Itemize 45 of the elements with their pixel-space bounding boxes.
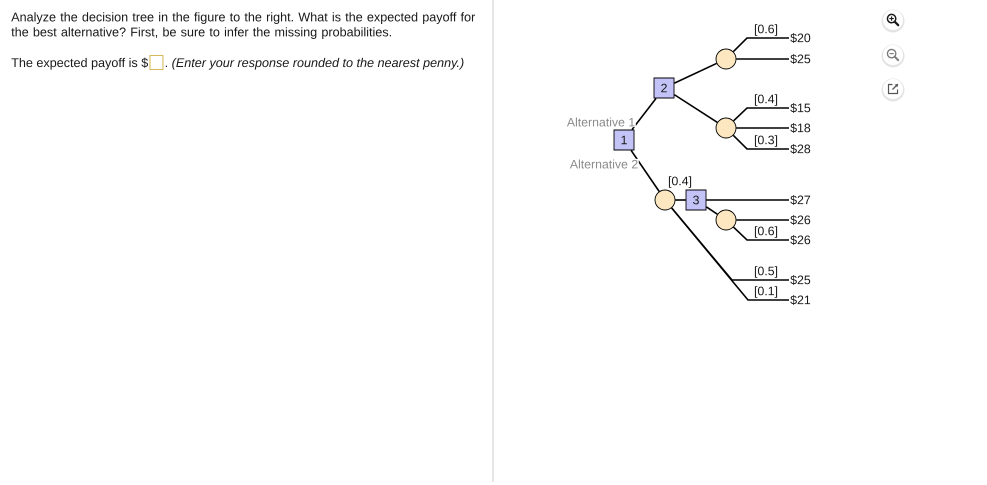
branch-line (674, 62, 717, 84)
probability-label: [0.6] (753, 226, 779, 238)
branch-line (736, 58, 789, 60)
branch-line (671, 208, 789, 301)
probability-label: [0.3] (753, 134, 779, 148)
branch-line (732, 134, 789, 150)
branch-line (631, 98, 657, 130)
payoff-value: $20 (790, 33, 810, 43)
probability-label: [0.5] (753, 266, 779, 278)
branch-line (733, 226, 789, 241)
decision-box: 3 (686, 190, 706, 210)
branch-line (736, 219, 789, 221)
chance-circle (654, 190, 676, 210)
branch-line (733, 107, 789, 122)
instruction-text: . (Enter your response rounded to the nearest penny.) (166, 58, 464, 70)
question-text: Analyze the decision tree in the figure to the right. What is the expected payoff for the best alternative? First, be sure to infer the missing probabilities. (11, 12, 476, 39)
payoff-value: $26 (790, 235, 810, 245)
probability-label: [0.4] (667, 176, 693, 188)
payoff-value: $28 (790, 144, 810, 154)
payoff-value: $27 (790, 195, 810, 205)
payoff-value: $25 (790, 54, 810, 64)
probability-label: [0.6] (753, 24, 779, 36)
branch-label: Alternative 1 (566, 116, 636, 128)
decision-box: 2 (654, 78, 674, 98)
branch-line (630, 150, 660, 192)
chance-circle (716, 118, 736, 138)
payoff-value: $18 (790, 123, 810, 133)
probability-label: [0.4] (753, 94, 779, 106)
branch-line (706, 206, 718, 215)
branch-label: Alternative 2 (569, 158, 639, 170)
chance-circle (716, 210, 736, 230)
payoff-value: $21 (790, 295, 810, 305)
branch-line (671, 208, 789, 281)
payoff-value: $26 (790, 215, 810, 225)
branch-line (736, 127, 789, 129)
prompt-text: The expected payoff is $ (11, 58, 148, 70)
branch-line (674, 94, 718, 124)
payoff-value: $15 (790, 103, 810, 113)
branch-line (675, 199, 686, 201)
branch-line (706, 199, 789, 201)
payoff-value: $25 (790, 275, 810, 285)
probability-label: [0.1] (753, 286, 779, 298)
chance-circle (716, 48, 736, 70)
branch-line (732, 37, 789, 52)
decision-box: 1 (614, 130, 634, 150)
